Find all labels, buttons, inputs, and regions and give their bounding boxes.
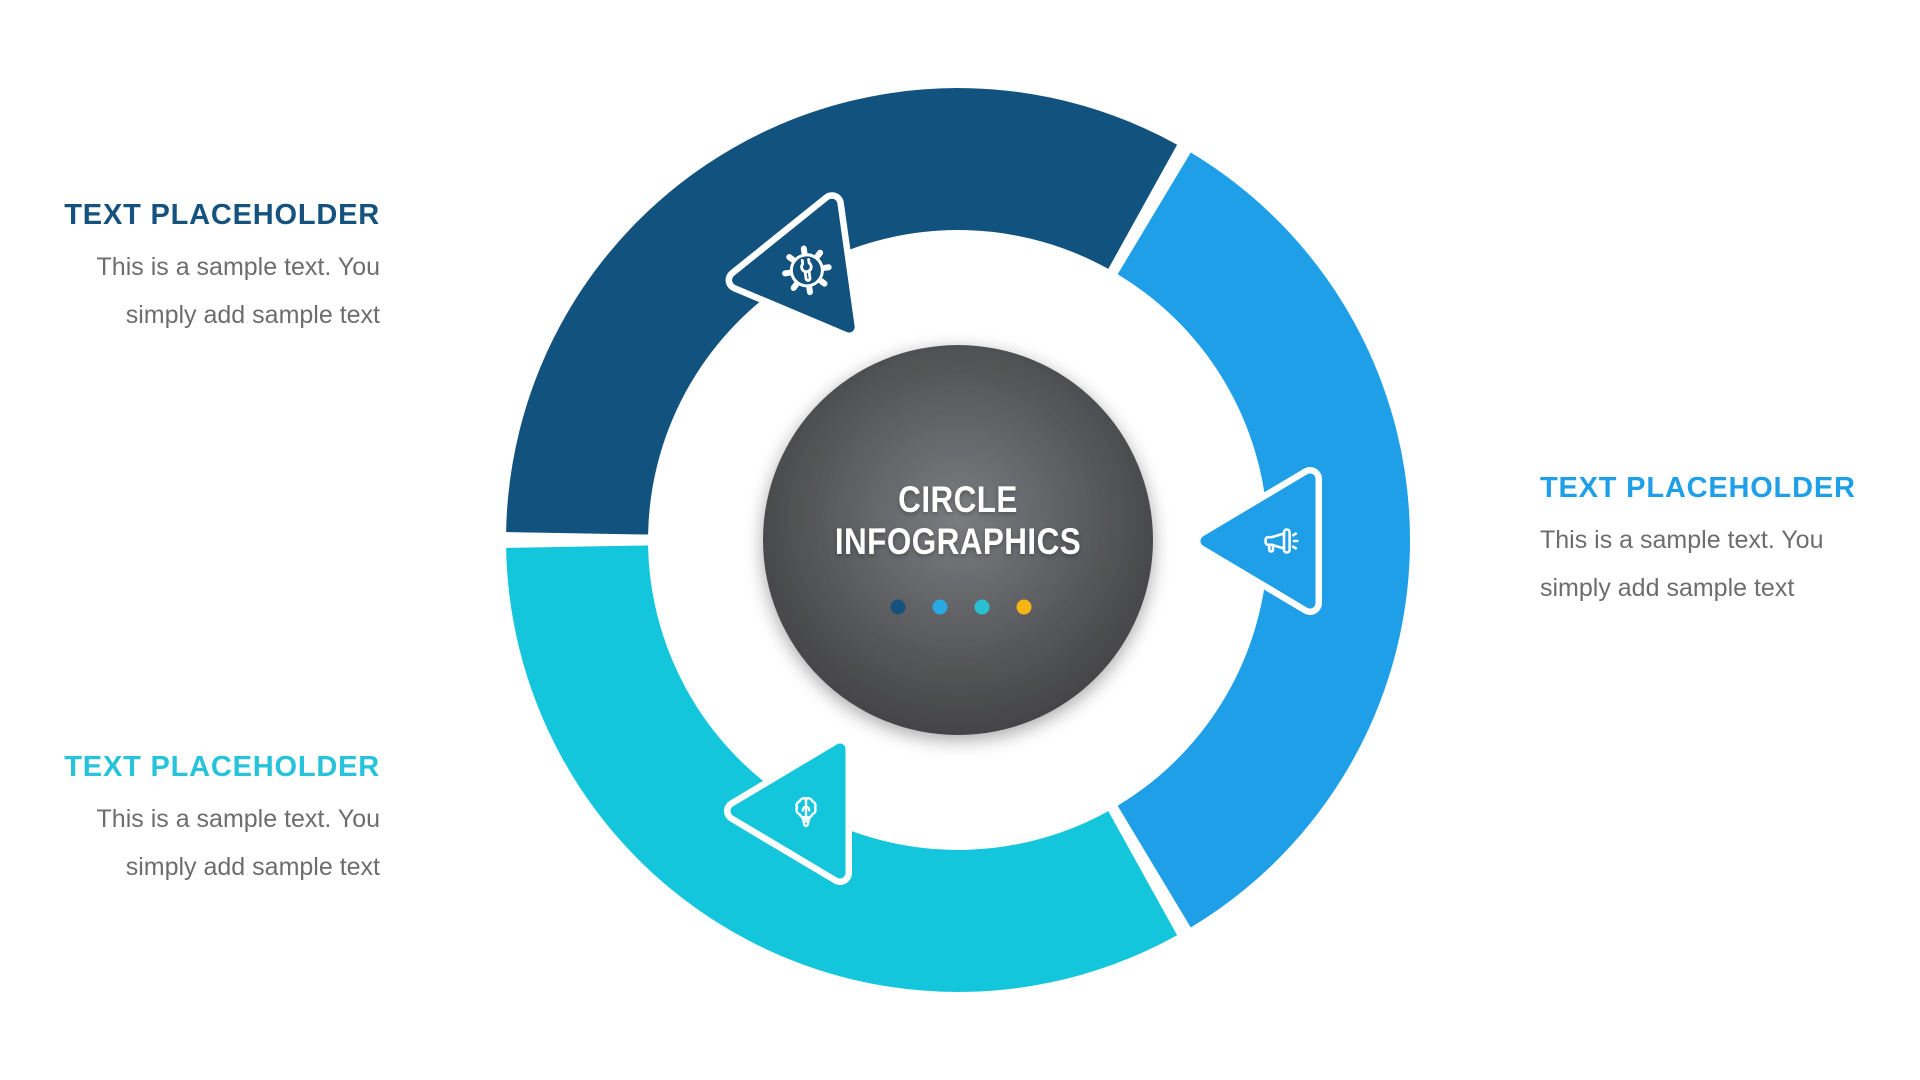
placeholder-body-line: This is a sample text. You [1540, 526, 1824, 554]
text-placeholder-block-right: TEXT PLACEHOLDER This is a sample text. … [1540, 472, 1910, 612]
arrow-marker-bottom [724, 737, 852, 885]
placeholder-body-line: This is a sample text. You [96, 253, 380, 281]
center-circle [763, 345, 1153, 735]
color-dots [890, 599, 1032, 615]
ring-segment-light-blue [1116, 152, 1410, 928]
placeholder-heading: TEXT PLACEHOLDER [64, 751, 380, 783]
placeholder-body-line: This is a sample text. You [96, 805, 380, 833]
color-dot [974, 599, 990, 615]
color-dot [1016, 599, 1032, 615]
center-title: CIRCLE INFOGRAPHICS [788, 479, 1128, 563]
brain-idea-icon [795, 797, 817, 828]
text-placeholder-block-bottom-left: TEXT PLACEHOLDER This is a sample text. … [50, 751, 380, 891]
color-dot [932, 599, 948, 615]
center-title-line1: CIRCLE [898, 479, 1018, 520]
megaphone-icon [1264, 528, 1299, 554]
color-dot [890, 599, 906, 615]
placeholder-body-line: simply add sample text [125, 301, 380, 329]
donut-ring [506, 88, 1410, 992]
arrow-marker-right [1194, 467, 1322, 615]
text-placeholder-block-top-left: TEXT PLACEHOLDER This is a sample text. … [50, 199, 380, 339]
placeholder-heading: TEXT PLACEHOLDER [1540, 472, 1856, 504]
ring-segment-dark-blue [506, 88, 1178, 536]
ring-segment-cyan [506, 544, 1178, 992]
arrow-marker-top [725, 192, 862, 339]
arrow-fill [730, 743, 846, 879]
placeholder-body-line: simply add sample text [125, 853, 380, 881]
placeholder-body-line: simply add sample text [1540, 574, 1795, 602]
gear-wrench-icon [782, 245, 832, 296]
placeholder-heading: TEXT PLACEHOLDER [64, 199, 380, 231]
center-title-line2: INFOGRAPHICS [834, 521, 1082, 562]
arrow-fill [1200, 473, 1316, 609]
